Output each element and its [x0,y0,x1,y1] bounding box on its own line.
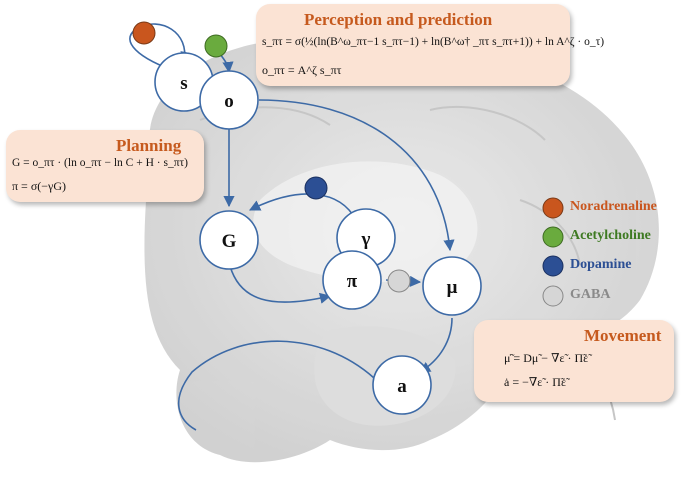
perception-title: Perception and prediction [304,10,493,29]
node-G [199,210,259,270]
legend-gaba-icon [542,285,564,307]
node-mu-label: μ [447,277,458,298]
legend-label-noradrenaline: Noradrenaline [570,199,657,214]
node-pi [322,250,382,310]
node-a [372,355,432,415]
acetylcholine-dot-icon [204,34,228,58]
node-gamma-label: γ [361,229,371,250]
node-pi-label: π [347,271,358,292]
planning-box: Planning G = o_πτ · (ln o_πτ − ln C + H … [6,130,204,202]
legend-label-acetylcholine: Acetylcholine [570,228,651,243]
legend-label-dopamine: Dopamine [570,257,632,272]
perception-eq1: s_πτ = σ(½(ln(B^ω_πτ−1 s_πτ−1) + ln(B^ω†… [262,36,605,48]
planning-title: Planning [116,136,182,155]
node-o [199,70,259,130]
o-to-mu-arrow [258,99,455,252]
a-to-brainstem-arrow [177,340,375,431]
noradrenaline-dot-icon [132,21,156,45]
movement-eq2: ȧ = −∇ε̃ · Π̃ε̃ [504,375,566,389]
legend-acetylcholine-icon [542,226,564,248]
perception-eq2: o_πτ = A^ζ s_πτ [262,63,342,77]
planning-eq1: G = o_πτ · (ln o_πτ − ln C + H · s_πτ) [12,157,188,169]
legend-noradrenaline-icon [542,197,564,219]
movement-box: Movement μ̃̇ = Dμ̃ − ∇ε̃ · Π̃ε̃ ȧ = −∇ε̃… [474,320,674,402]
movement-title: Movement [584,326,662,345]
node-o-label: o [224,91,234,112]
dopamine-dot-icon [304,176,328,200]
node-G-label: G [222,231,237,252]
G-to-pi-arrow [229,265,332,304]
node-mu [422,256,482,316]
legend-label-gaba: GABA [570,287,611,302]
gaba-dot-icon [387,269,411,293]
legend-dopamine-icon [542,255,564,277]
node-a-label: a [397,376,407,397]
node-s-label: s [180,73,187,94]
perception-box: Perception and prediction s_πτ = σ(½(ln(… [256,4,604,86]
planning-eq2: π = σ(−γG) [12,179,67,193]
movement-eq1: μ̃̇ = Dμ̃ − ∇ε̃ · Π̃ε̃ [504,351,589,365]
